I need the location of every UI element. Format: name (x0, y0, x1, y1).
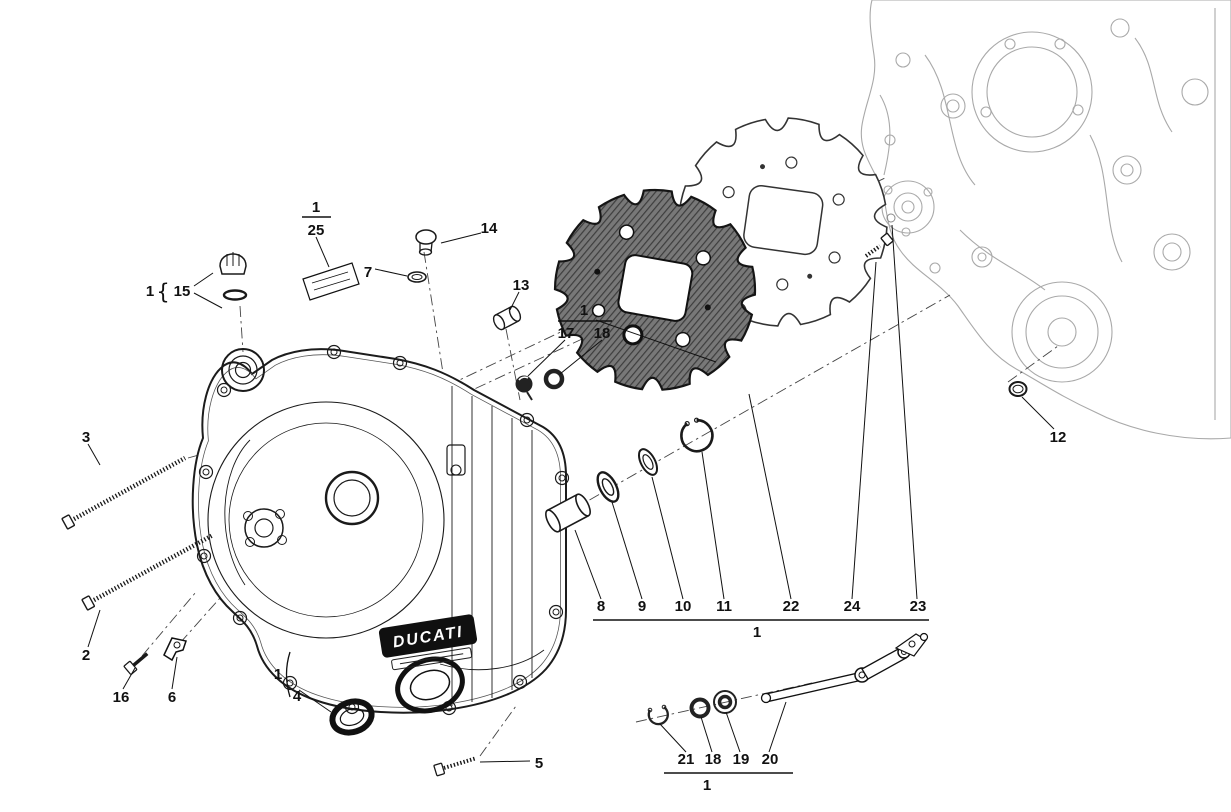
part-11-circlip (680, 417, 714, 453)
callouts: 1 25 1 { 15 1 17 18 14 7 13 3 2 16 6 12 … (82, 199, 1067, 794)
callout-3: 3 (82, 429, 90, 446)
part-18-washer-lower (689, 697, 711, 719)
part-19-washer (713, 690, 737, 714)
part-7-washer (407, 271, 427, 283)
callout-5: 5 (535, 755, 543, 772)
callout-13: 13 (513, 277, 530, 294)
callout-7: 7 (364, 264, 372, 281)
clutch-cover-drawing: DUCATI (191, 262, 570, 716)
callout-11: 11 (716, 598, 732, 615)
callout-21: 21 (678, 751, 695, 768)
callout-15: 15 (174, 283, 191, 300)
part-24-bolt (864, 232, 894, 258)
part-10-washer (637, 448, 659, 476)
part-13-bushing (492, 305, 522, 331)
callout-group-b-assembly-1: 1 (703, 777, 711, 794)
callout-6: 6 (168, 689, 176, 706)
callout-19: 19 (733, 751, 750, 768)
part-3-stud (61, 456, 187, 530)
callout-9: 9 (638, 598, 646, 615)
callout-24: 24 (844, 598, 861, 615)
callout-12: 12 (1050, 429, 1067, 446)
callout-group-a-assembly-1: 1 (753, 624, 761, 641)
clutch-damper-plate (553, 188, 757, 391)
callout-8: 8 (597, 598, 605, 615)
crankcase-stud-hole (886, 213, 896, 223)
part-2-stud (81, 533, 215, 611)
callout-18-lower: 18 (705, 751, 722, 768)
callout-20: 20 (762, 751, 779, 768)
callout-group-15-brace: { (156, 280, 169, 304)
part-20-lever (760, 632, 929, 704)
callout-22: 22 (783, 598, 800, 615)
callout-25: 25 (308, 222, 325, 239)
callout-17: 17 (558, 325, 575, 342)
part-14-plug (415, 229, 437, 256)
callout-16: 16 (113, 689, 130, 706)
ducati-badge: DUCATI (378, 614, 478, 671)
callout-23: 23 (910, 598, 927, 615)
callout-group-4-num: 1 (274, 666, 282, 683)
callout-2: 2 (82, 647, 90, 664)
part-15-oil-filler-cap (219, 252, 248, 301)
cover-oval-opening (395, 656, 465, 714)
callout-leader-lines (87, 224, 1055, 763)
part-18-oring-upper (543, 368, 565, 390)
part-8-bushing (545, 493, 591, 533)
callout-4: 4 (293, 688, 302, 705)
callout-group-17-18-num: 1 (580, 302, 588, 319)
callout-14: 14 (481, 220, 498, 237)
callout-10: 10 (675, 598, 692, 615)
callout-group-15-num: 1 (146, 283, 154, 300)
part-6-bracket (163, 637, 187, 662)
part-9-bearing (596, 471, 620, 503)
part-4-seal (329, 698, 375, 736)
callout-group-1-25-top: 1 (312, 199, 320, 216)
cover-sticker (302, 262, 360, 301)
callout-group-4-brace (285, 651, 291, 698)
callout-18-upper: 18 (594, 325, 611, 342)
part-12-oring (1008, 381, 1028, 397)
crankcase-drawing (860, 0, 1231, 440)
part-17-pin (515, 375, 533, 401)
